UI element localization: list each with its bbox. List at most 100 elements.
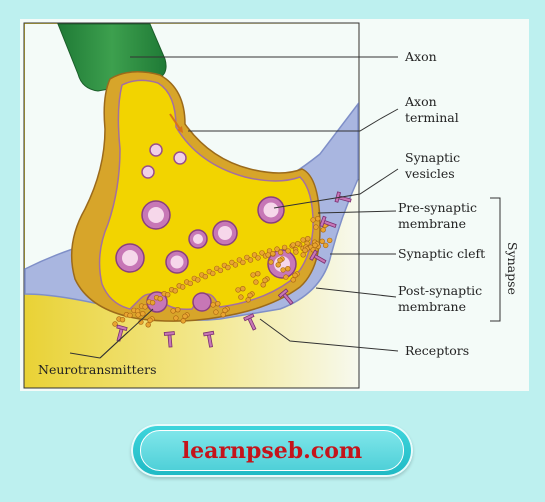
neurotransmitter-dot <box>310 217 316 223</box>
label-synaptic-vesicles-line1: Synaptic <box>405 150 460 165</box>
site-badge[interactable]: learnpseb.com <box>131 424 413 477</box>
neurotransmitter-dot <box>262 277 268 283</box>
neurotransmitter-dot <box>259 250 265 256</box>
leader-axon-terminal <box>188 108 399 132</box>
neurotransmitters <box>112 216 333 328</box>
neurotransmitter-dot <box>323 242 329 249</box>
neurotransmitter-dot <box>277 257 283 264</box>
neurotransmitter-dot <box>235 287 241 293</box>
leader-nt-2 <box>99 331 129 359</box>
label-receptors: Receptors <box>405 343 469 358</box>
site-name: learnpseb.com <box>181 437 363 464</box>
receptor <box>243 313 257 331</box>
receptor <box>309 249 327 264</box>
neurotransmitter-dot <box>268 259 274 265</box>
vesicle-core <box>193 234 203 244</box>
label-postsynaptic-line2: membrane <box>398 299 466 314</box>
neurotransmitter-dot <box>327 237 333 244</box>
neurotransmitter-dot <box>222 307 228 313</box>
neurotransmitter-dot <box>149 300 156 306</box>
neurotransmitter-dot <box>283 274 289 280</box>
neurotransmitter-dot <box>270 251 276 257</box>
neurotransmitter-dot <box>274 246 280 252</box>
neurotransmitter-dot <box>302 247 308 254</box>
synapse-figure: Axon Axon terminal Synaptic vesicles Pre… <box>20 19 529 391</box>
leader-lines <box>69 56 399 359</box>
neurotransmitter-dot <box>175 307 181 313</box>
neurotransmitter-dot <box>293 249 299 255</box>
neurotransmitter-dot <box>253 279 259 285</box>
neurotransmitter-dot <box>250 272 256 278</box>
neurotransmitter-dot <box>319 238 325 245</box>
neurotransmitter-dot <box>244 254 250 261</box>
vesicle-core <box>170 255 184 269</box>
label-axon: Axon <box>404 49 437 64</box>
neurotransmitter-dot <box>187 280 194 287</box>
neurotransmitter-dot <box>315 216 321 222</box>
synapse-bracket <box>490 197 501 322</box>
neurotransmitter-dot <box>119 317 126 323</box>
neurotransmitter-dot <box>295 241 301 247</box>
neurotransmitter-dot <box>172 288 178 294</box>
neurotransmitter-dot <box>165 292 171 298</box>
neurotransmitter-dot <box>157 296 163 302</box>
vesicle <box>149 143 163 157</box>
label-synaptic-vesicles-line2: vesicles <box>404 166 455 181</box>
neurotransmitter-dot <box>290 277 296 283</box>
neurotransmitter-dot <box>147 317 153 323</box>
vesicle <box>192 292 212 312</box>
neurotransmitter-dot <box>292 272 298 278</box>
neurotransmitter-dot <box>320 227 326 233</box>
signal-arrow <box>169 113 181 130</box>
neurotransmitter-dot <box>245 297 251 303</box>
label-axon-terminal-line2: terminal <box>405 110 459 125</box>
leader-presynaptic <box>317 210 397 214</box>
neurotransmitter-dot <box>112 321 118 327</box>
neurotransmitter-dot <box>238 294 244 300</box>
neurotransmitter-dot <box>275 262 281 268</box>
neurotransmitter-dot <box>215 301 221 307</box>
neurotransmitter-dot <box>142 304 148 310</box>
neurotransmitter-dot <box>213 309 219 315</box>
neurotransmitter-dot <box>277 249 284 256</box>
neurotransmitter-dot <box>300 252 306 258</box>
neurotransmitter-dot <box>313 224 319 230</box>
vesicle-core <box>218 226 232 240</box>
neurotransmitter-dot <box>240 286 246 292</box>
leader-nt-3 <box>69 352 101 359</box>
label-presynaptic-line2: membrane <box>398 216 466 231</box>
neurotransmitter-dot <box>232 262 239 268</box>
site-badge-inner: learnpseb.com <box>140 430 404 471</box>
label-presynaptic-line1: Pre-synaptic <box>398 200 477 215</box>
label-neurotransmitters: Neurotransmitters <box>38 362 157 377</box>
neurotransmitter-dot <box>280 267 286 273</box>
neurotransmitter-dot <box>180 318 186 324</box>
neurotransmitter-dot <box>260 282 266 288</box>
leader-postsynaptic <box>315 287 397 298</box>
signal-arrowhead <box>177 126 183 133</box>
neurotransmitter-dot <box>240 259 246 266</box>
neurotransmitter-dot <box>145 322 151 328</box>
receptor <box>319 215 337 228</box>
neurotransmitter-dot <box>281 244 288 251</box>
neurotransmitter-dot <box>255 255 261 261</box>
label-synapse: Synapse <box>505 242 520 295</box>
neurotransmitter-dot <box>180 284 186 290</box>
label-axon-terminal-line1: Axon <box>404 94 437 109</box>
vesicle-core <box>122 250 138 266</box>
receptor <box>116 324 128 342</box>
neurotransmitter-dot <box>135 312 141 318</box>
vesicle-core <box>263 202 279 218</box>
vesicle <box>141 165 155 179</box>
neurotransmitter-dot <box>182 313 188 319</box>
receptor <box>277 288 294 306</box>
neurotransmitter-dot <box>247 257 254 263</box>
neurotransmitter-dot <box>195 277 201 283</box>
leader-receptors <box>259 318 399 352</box>
neurotransmitter-dot <box>140 311 146 317</box>
label-postsynaptic-line1: Post-synaptic <box>398 283 482 298</box>
neurotransmitter-dot <box>265 252 271 258</box>
neurotransmitter-dot <box>173 315 179 321</box>
receptor <box>203 330 215 348</box>
neurotransmitter-dot <box>127 312 133 319</box>
